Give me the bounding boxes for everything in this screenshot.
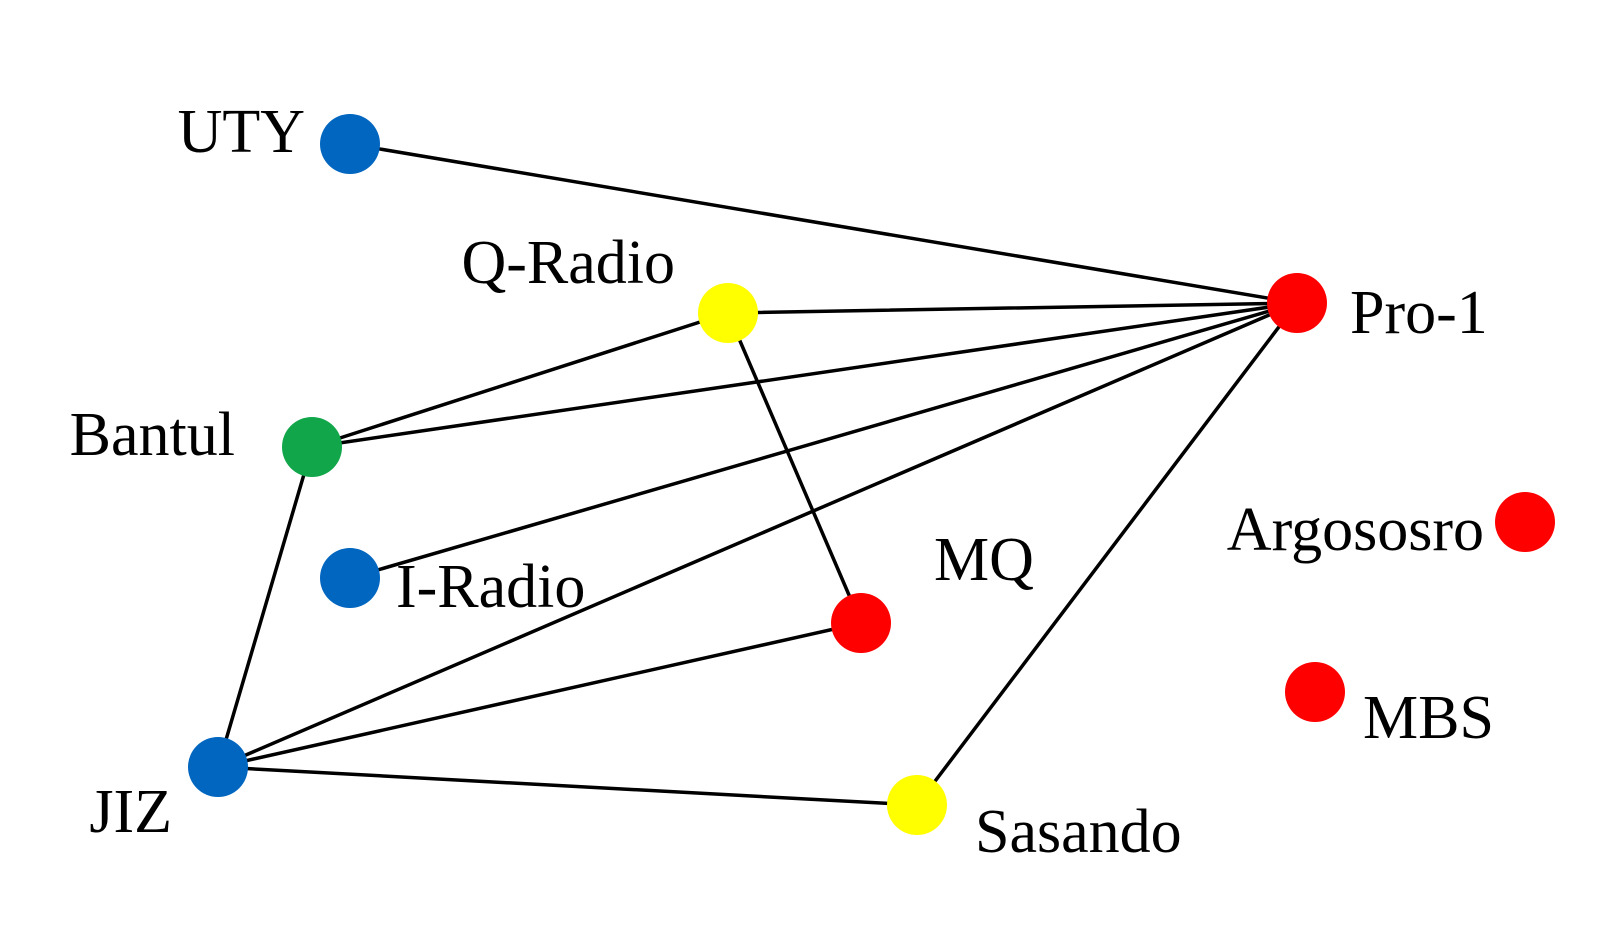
edge-jiz-pro-1 bbox=[216, 301, 1299, 769]
node-label-i-radio: I-Radio bbox=[396, 553, 585, 621]
node-label-mq: MQ bbox=[934, 526, 1034, 594]
node-mq bbox=[831, 593, 891, 653]
edges-layer bbox=[216, 142, 1299, 807]
edge-sasando-pro-1 bbox=[915, 301, 1299, 807]
edge-uty-pro-1 bbox=[348, 142, 1299, 305]
node-label-mbs: MBS bbox=[1363, 684, 1494, 752]
node-label-pro-1: Pro-1 bbox=[1350, 279, 1488, 347]
node-q-radio bbox=[698, 283, 758, 343]
node-pro-1 bbox=[1267, 273, 1327, 333]
node-argososro bbox=[1495, 492, 1555, 552]
node-label-jiz: JIZ bbox=[89, 778, 172, 846]
edge-i-radio-pro-1 bbox=[348, 301, 1299, 580]
nodes-layer bbox=[188, 114, 1555, 835]
node-sasando bbox=[887, 775, 947, 835]
edge-bantul-pro-1 bbox=[310, 301, 1299, 449]
node-label-argososro: Argososro bbox=[1227, 496, 1484, 564]
edge-bantul-jiz bbox=[216, 445, 314, 769]
node-mbs bbox=[1285, 662, 1345, 722]
edge-jiz-sasando bbox=[216, 765, 919, 807]
node-label-sasando: Sasando bbox=[975, 798, 1182, 866]
node-i-radio bbox=[320, 548, 380, 608]
node-label-uty: UTY bbox=[178, 98, 305, 166]
edge-q-radio-pro-1 bbox=[726, 301, 1299, 315]
node-label-bantul: Bantul bbox=[70, 401, 235, 469]
edge-jiz-mq bbox=[216, 621, 863, 769]
node-jiz bbox=[188, 737, 248, 797]
node-bantul bbox=[282, 417, 342, 477]
edge-q-radio-bantul bbox=[310, 311, 730, 449]
edge-q-radio-mq bbox=[726, 311, 863, 625]
node-label-q-radio: Q-Radio bbox=[461, 229, 675, 297]
node-uty bbox=[320, 114, 380, 174]
